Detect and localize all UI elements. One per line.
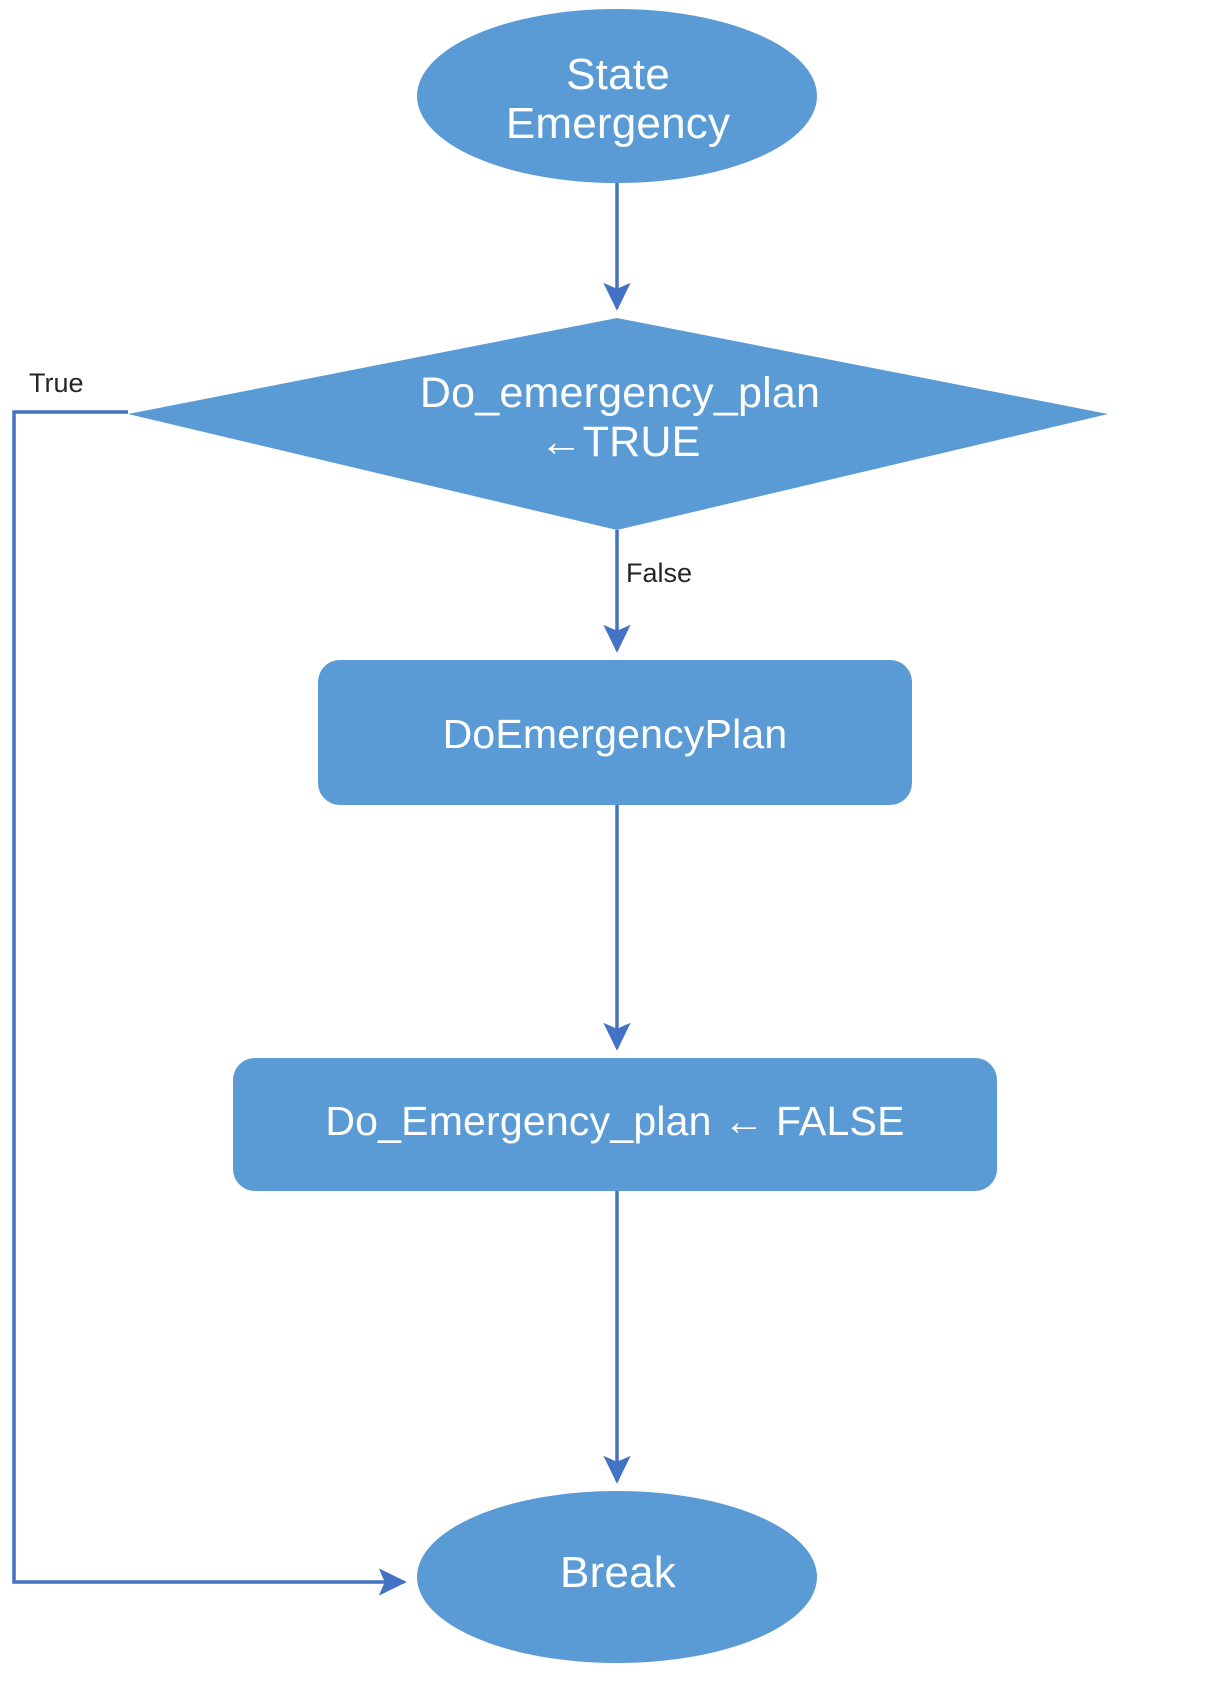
node-process1-shape[interactable] (318, 660, 912, 805)
edge-label-false: False (626, 558, 693, 588)
node-start-shape[interactable] (417, 9, 817, 183)
node-end-shape[interactable] (417, 1491, 817, 1663)
node-decision-shape[interactable] (128, 318, 1108, 530)
node-process2-shape[interactable] (233, 1058, 997, 1191)
edge-label-true: True (29, 368, 84, 398)
edge-decision-true-to-end (12, 410, 407, 1596)
